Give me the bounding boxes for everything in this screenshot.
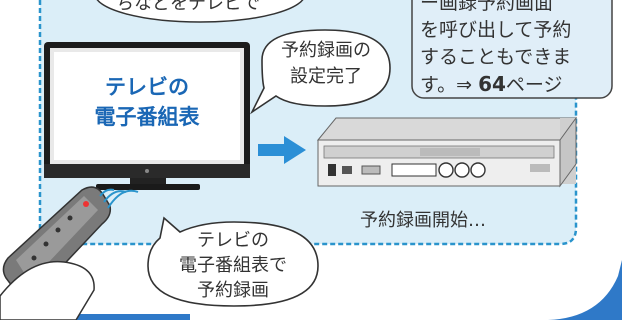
signal-waves-icon xyxy=(99,188,139,209)
arrow-right-icon xyxy=(258,136,306,164)
note-line-4: す。⇒ 64ページ xyxy=(420,71,610,99)
note-line-3: することもできま xyxy=(420,46,572,68)
television xyxy=(44,42,250,190)
bubble-remote xyxy=(147,216,319,307)
recorder-device xyxy=(316,116,577,188)
bubble-setup-complete-text: 予約録画の 設定完了 xyxy=(266,38,386,90)
top-bubble xyxy=(96,0,304,23)
tv-screen-text: テレビの 電子番組表 xyxy=(54,72,240,132)
recorder-caption: 予約録画開始… xyxy=(360,210,486,231)
note-line-4-prefix: す。⇒ xyxy=(420,74,479,96)
tv-screen-line-1: テレビの xyxy=(105,75,189,99)
note-line-1: ー画録予約画面 xyxy=(420,0,554,14)
bubble-remote-line-3: 予約録画 xyxy=(197,280,269,301)
tv-screen-line-2: 電子番組表 xyxy=(94,105,200,129)
note-line-2: を呼び出して予約 xyxy=(420,19,572,41)
bubble-remote-line-1: テレビの xyxy=(197,230,269,251)
bubble-setup-complete xyxy=(249,29,391,115)
note-box xyxy=(411,0,613,99)
top-bubble-text: ちなどをテレビで xyxy=(116,0,260,14)
bubble-setup-line-2: 設定完了 xyxy=(290,66,362,87)
bubble-setup-line-1: 予約録画の xyxy=(281,40,371,61)
note-page-number: 64 xyxy=(478,72,506,96)
note-line-4-suffix: ページ xyxy=(505,74,563,96)
bubble-remote-text: テレビの 電子番組表で 予約録画 xyxy=(150,228,316,303)
hand-icon xyxy=(0,260,95,320)
note-box-text: ー画録予約画面 を呼び出して予約 することもできま す。⇒ 64ページ xyxy=(420,0,610,99)
bubble-remote-line-2: 電子番組表で xyxy=(179,255,287,276)
